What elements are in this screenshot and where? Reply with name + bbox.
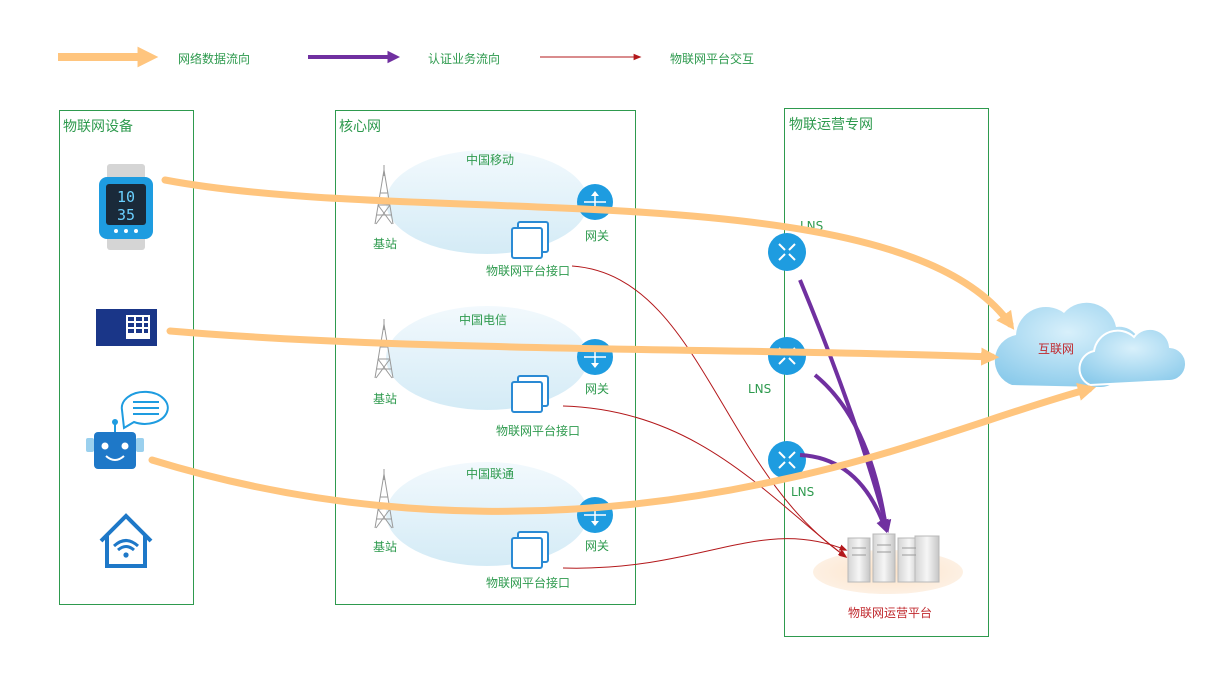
iot-operations-platform: 物联网运营平台 <box>813 533 963 620</box>
core-panel-title: 核心网 <box>339 119 381 135</box>
base-station-icon <box>374 469 394 529</box>
interaction-line-telecom <box>562 405 848 558</box>
operator-unicom-base-station-label: 基站 <box>373 540 397 554</box>
sensor-module-icon <box>96 309 157 346</box>
platform-interface-icon <box>511 375 549 413</box>
network-flow-sensor <box>166 327 1000 366</box>
smart-home-icon <box>99 513 153 568</box>
gateway-router-icon <box>577 184 613 220</box>
robot-icon <box>86 390 169 469</box>
smartwatch-icon: 10 35 <box>99 164 153 250</box>
auth-flow-lns2 <box>813 373 892 534</box>
operator-mobile-interface-label: 物联网平台接口 <box>486 263 570 278</box>
core-panel <box>335 110 636 605</box>
auth-flow-lines <box>798 279 892 534</box>
private-network-panel-title: 物联运营专网 <box>789 117 873 133</box>
server-icon <box>847 533 940 583</box>
lns-router-icon <box>768 441 806 479</box>
platform-label: 物联网运营平台 <box>848 605 932 620</box>
operator-telecom-interface-label: 物联网平台接口 <box>496 423 580 438</box>
operator-unicom-interface-label: 物联网平台接口 <box>486 575 570 590</box>
lns-router-icon <box>768 337 806 375</box>
interaction-line-mobile <box>571 265 847 557</box>
operator-unicom-name: 中国联通 <box>466 466 514 481</box>
lns-label-2: LNS <box>748 382 771 396</box>
legend-network-flow-label: 网络数据流向 <box>178 51 250 66</box>
interaction-line-unicom <box>562 538 848 569</box>
platform-interface-icon <box>511 221 549 259</box>
internet-label: 互联网 <box>1038 342 1074 356</box>
operator-mobile: 中国移动 基站 网关 物联网平台接口 <box>373 150 613 278</box>
operator-mobile-name: 中国移动 <box>466 152 514 167</box>
gateway-router-icon <box>577 339 613 375</box>
platform-interface-icon <box>511 531 549 569</box>
network-flow-lines <box>148 176 1097 515</box>
operator-unicom-gateway-label: 网关 <box>585 539 609 553</box>
platform-interaction-lines <box>562 265 848 569</box>
operator-telecom-base-station-label: 基站 <box>373 392 397 406</box>
operator-telecom-gateway-label: 网关 <box>585 382 609 396</box>
network-flow-watch <box>161 176 1015 330</box>
auth-flow-lns3 <box>799 453 889 533</box>
devices-panel-title: 物联网设备 <box>63 118 133 135</box>
internet-cloud-icon: 互联网 <box>994 302 1187 388</box>
operator-telecom-name: 中国电信 <box>459 312 507 327</box>
operator-telecom: 中国电信 基站 网关 物联网平台接口 <box>373 306 613 438</box>
operator-mobile-gateway-label: 网关 <box>585 229 609 243</box>
legend-auth-flow-label: 认证业务流向 <box>428 51 500 66</box>
legend-platform-interaction-label: 物联网平台交互 <box>670 51 754 66</box>
lns-label-3: LNS <box>791 485 814 499</box>
operator-unicom: 中国联通 基站 网关 物联网平台接口 <box>373 462 613 590</box>
watch-minute: 35 <box>117 206 135 224</box>
devices-panel <box>59 110 194 605</box>
base-station-icon <box>374 165 394 225</box>
base-station-icon <box>374 319 394 379</box>
network-flow-robot <box>148 383 1097 515</box>
lns-router-icon <box>768 233 806 271</box>
watch-hour: 10 <box>117 188 135 206</box>
operator-mobile-base-station-label: 基站 <box>373 237 397 251</box>
gateway-router-icon <box>577 497 613 533</box>
legend: 网络数据流向 认证业务流向 物联网平台交互 <box>58 46 754 68</box>
